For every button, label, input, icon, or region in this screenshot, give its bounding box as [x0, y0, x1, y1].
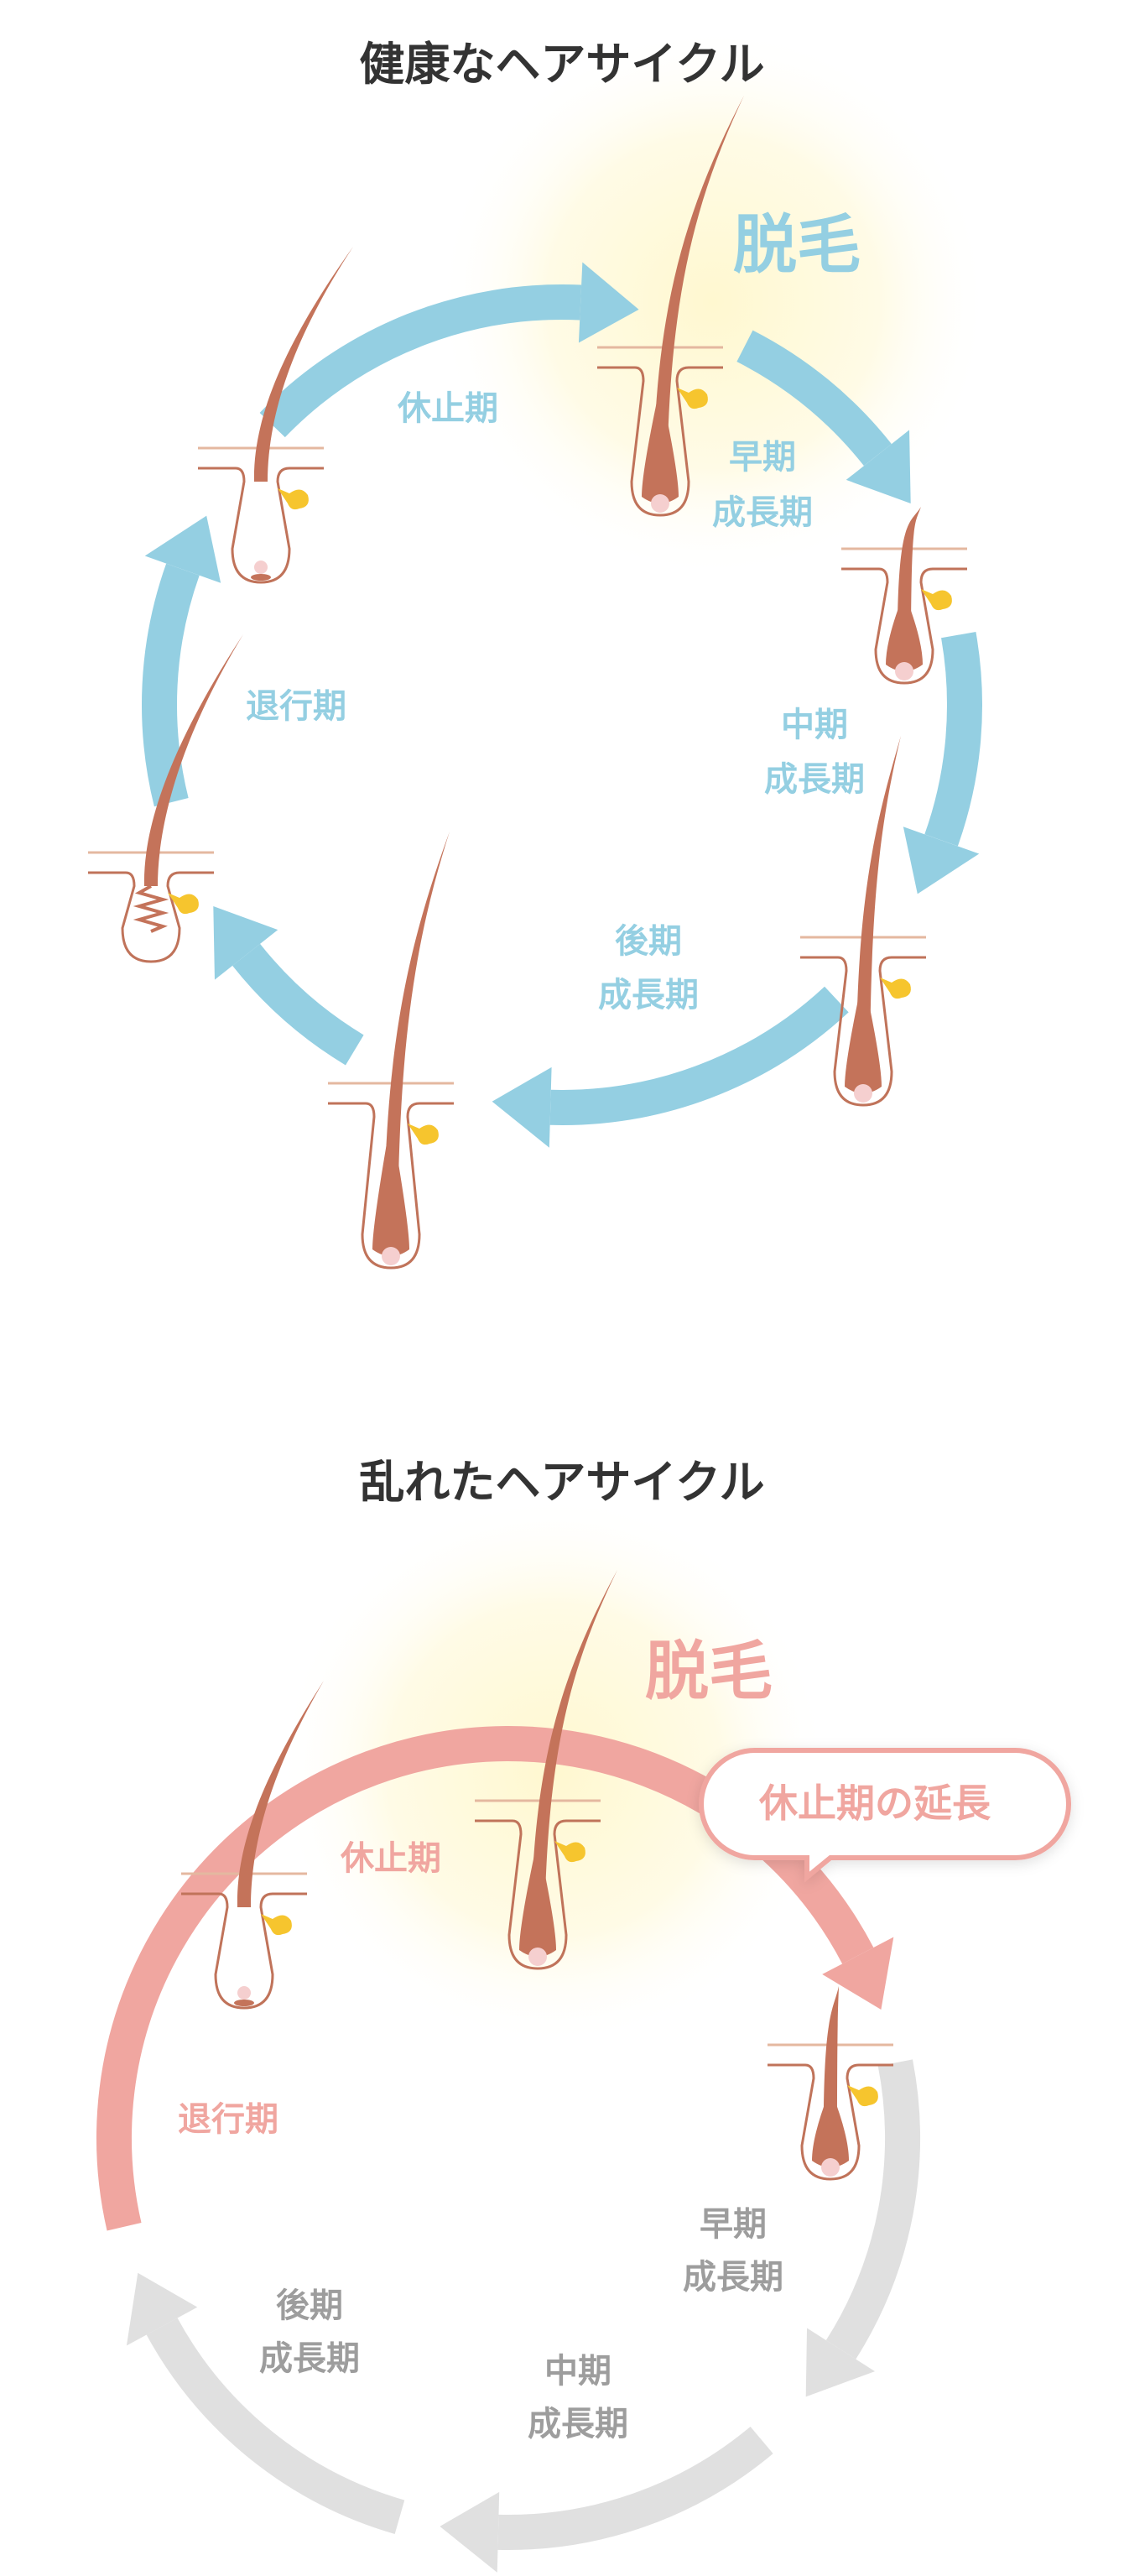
late-label-2: 成長期 — [259, 2339, 360, 2378]
mid-label-2: 成長期 — [764, 760, 865, 799]
early-label-1: 早期 — [700, 2205, 767, 2244]
cycle-arrow-shaft — [232, 943, 364, 1066]
cycle-arrow — [492, 986, 849, 1148]
cycle-arrow — [903, 632, 982, 894]
cycle-arrow — [259, 262, 639, 438]
late-label-2: 成長期 — [598, 976, 699, 1014]
sebaceous-gland — [168, 893, 199, 915]
cycle-arrow-shaft — [924, 632, 982, 847]
follicle-wall — [841, 567, 967, 685]
dermal-papilla — [237, 1986, 251, 2000]
hair-bulb — [845, 988, 882, 1093]
hair-bulb — [372, 1134, 409, 1256]
late-label-1: 後期 — [276, 2287, 343, 2325]
telogen-extension-callout: 休止期の延長 — [699, 1748, 1071, 1883]
cycle-arrow-shaft — [142, 563, 200, 807]
coiled-root — [133, 884, 169, 933]
hair-follicle — [800, 736, 926, 1107]
follicle-wall — [198, 467, 324, 584]
callout-bubble — [699, 1748, 1071, 1883]
hair-shaft — [143, 634, 243, 886]
inactive-arrow-head — [805, 2328, 876, 2397]
hair-follicle — [597, 96, 744, 517]
shedding-label: 脱毛 — [733, 207, 861, 282]
sebaceous-gland — [847, 2085, 878, 2107]
cycle-arrow-head — [846, 430, 911, 503]
sebaceous-gland — [677, 388, 708, 409]
dermal-papilla — [254, 561, 268, 574]
cycle-arrow-head — [492, 1066, 552, 1148]
cycle-arrow — [142, 515, 221, 807]
follicle-wall — [597, 366, 723, 517]
sebaceous-gland — [554, 1841, 585, 1863]
dermal-papilla — [895, 662, 913, 681]
telogen-label: 休止期 — [340, 1839, 441, 1878]
hair-follicle — [198, 247, 353, 584]
dermal-papilla — [382, 1247, 400, 1265]
late-label-1: 後期 — [615, 922, 682, 961]
cycle-arrow-head — [903, 827, 980, 894]
follicle-wall — [475, 1819, 601, 1970]
cycle-arrow-shaft — [259, 284, 582, 438]
inactive-arrow-shaft — [825, 2059, 920, 2360]
follicle-wall — [88, 871, 214, 963]
dermal-papilla — [528, 1948, 547, 1966]
catagen-label: 退行期 — [178, 2100, 278, 2139]
dermal-papilla — [821, 2158, 840, 2177]
follicle-wall — [800, 956, 926, 1107]
inactive-arrow — [440, 2426, 773, 2573]
sebaceous-gland — [261, 1914, 292, 1936]
inactive-arrow-head — [440, 2491, 500, 2573]
healthy-cycle-title: 健康なヘアサイクル — [359, 38, 764, 91]
follicle-wall — [768, 2063, 893, 2181]
dermal-papilla — [651, 494, 669, 513]
detached-papilla — [234, 2000, 254, 2006]
telogen-label: 休止期 — [397, 389, 498, 428]
cycle-arrow-head — [213, 906, 278, 980]
hair-follicle — [88, 634, 243, 963]
cycle-arrow-shaft — [549, 986, 849, 1125]
hair-bulb — [519, 1851, 556, 1957]
mid-label-1: 中期 — [781, 706, 848, 744]
inactive-arrow-head — [126, 2272, 198, 2346]
mid-label-2: 成長期 — [528, 2405, 628, 2443]
callout-text: 休止期の延長 — [758, 1781, 991, 1826]
cycle-arrow-head — [578, 262, 639, 343]
early-label-2: 成長期 — [683, 2258, 783, 2297]
sebaceous-gland — [278, 488, 309, 510]
early-label-2: 成長期 — [712, 493, 813, 532]
cycle-arrow — [736, 330, 911, 503]
hair-shaft — [237, 1681, 324, 1907]
cycle-arrow-shaft — [736, 330, 892, 467]
hair-follicle — [181, 1681, 324, 2010]
cycle-arrow — [213, 906, 364, 1066]
inactive-arrow-shaft — [497, 2426, 773, 2550]
dermal-papilla — [854, 1084, 872, 1103]
inactive-arrow — [805, 2059, 920, 2397]
hair-shaft — [253, 247, 353, 482]
hair-follicle — [475, 1570, 617, 1970]
sebaceous-gland — [408, 1124, 439, 1145]
hair-bulb — [812, 2095, 849, 2167]
hair-follicle — [768, 1986, 893, 2181]
follicle-wall — [328, 1102, 454, 1270]
follicle-wall — [181, 1892, 307, 2010]
catagen-label: 退行期 — [246, 687, 346, 726]
cycle-arrow-head — [144, 515, 221, 583]
inactive-arrow — [126, 2272, 405, 2534]
sebaceous-gland — [921, 589, 952, 611]
hair-bulb — [886, 599, 923, 671]
inactive-arrow-shaft — [146, 2318, 405, 2534]
hair-bulb — [642, 398, 679, 503]
early-label-1: 早期 — [729, 438, 796, 477]
mid-label-1: 中期 — [544, 2352, 611, 2391]
sebaceous-gland — [880, 978, 911, 999]
extended-telogen-arrow-head — [822, 1937, 894, 2010]
detached-papilla — [251, 574, 271, 581]
hair-follicle — [328, 832, 454, 1270]
shedding-label: 脱毛 — [645, 1634, 773, 1708]
disrupted-cycle-title: 乱れたヘアサイクル — [359, 1456, 764, 1509]
hair-follicle — [841, 507, 967, 685]
